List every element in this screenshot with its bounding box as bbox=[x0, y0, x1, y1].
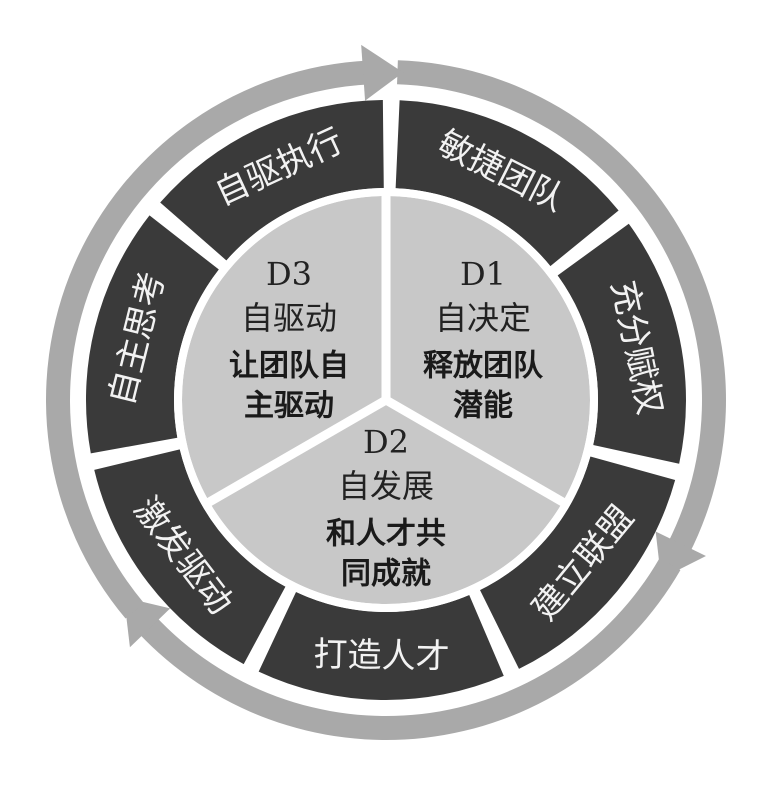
outer-arrow-arc bbox=[45, 60, 370, 619]
ring-segment-talent bbox=[258, 591, 504, 701]
sector-d3-desc-2: 主驱动 bbox=[244, 389, 334, 424]
outer-arrowhead bbox=[361, 44, 404, 101]
sector-d1-desc-2: 潜能 bbox=[453, 389, 513, 424]
sector-d2-desc-2: 同成就 bbox=[341, 557, 431, 592]
outer-arrows bbox=[45, 44, 726, 741]
ring-segment-self-thinking bbox=[85, 215, 219, 454]
outer-arrow-arc bbox=[397, 60, 726, 555]
sector-d1-desc-1: 释放团队 bbox=[423, 349, 544, 384]
sector-d1-name: 自决定 bbox=[435, 299, 531, 337]
segment-label-talent: 打造人才 bbox=[313, 635, 450, 677]
ring-segment-motivate bbox=[94, 449, 286, 665]
ring-segment-self-execution bbox=[160, 100, 384, 261]
sector-d2-desc-1: 和人才共 bbox=[326, 517, 446, 552]
sector-d3-desc-1: 让团队自 bbox=[229, 349, 349, 384]
sector-divider bbox=[383, 396, 567, 507]
inner-gap-ring bbox=[174, 188, 598, 612]
sector-divider bbox=[205, 396, 389, 507]
sector-d3-name: 自驱动 bbox=[241, 299, 337, 337]
sector-d1-code: D1 bbox=[460, 255, 506, 293]
sector-d3-code: D3 bbox=[266, 255, 312, 293]
sector-d2-name: 自发展 bbox=[338, 467, 434, 505]
ring-segment-alliance bbox=[479, 456, 676, 669]
inner-pie bbox=[174, 188, 598, 612]
sector-d2-code: D2 bbox=[363, 423, 409, 461]
ring-segment-agile-team bbox=[395, 100, 619, 267]
ring-segment-empower bbox=[557, 223, 686, 464]
outer-arrow-arc bbox=[137, 558, 681, 741]
segment-ring bbox=[85, 100, 686, 701]
